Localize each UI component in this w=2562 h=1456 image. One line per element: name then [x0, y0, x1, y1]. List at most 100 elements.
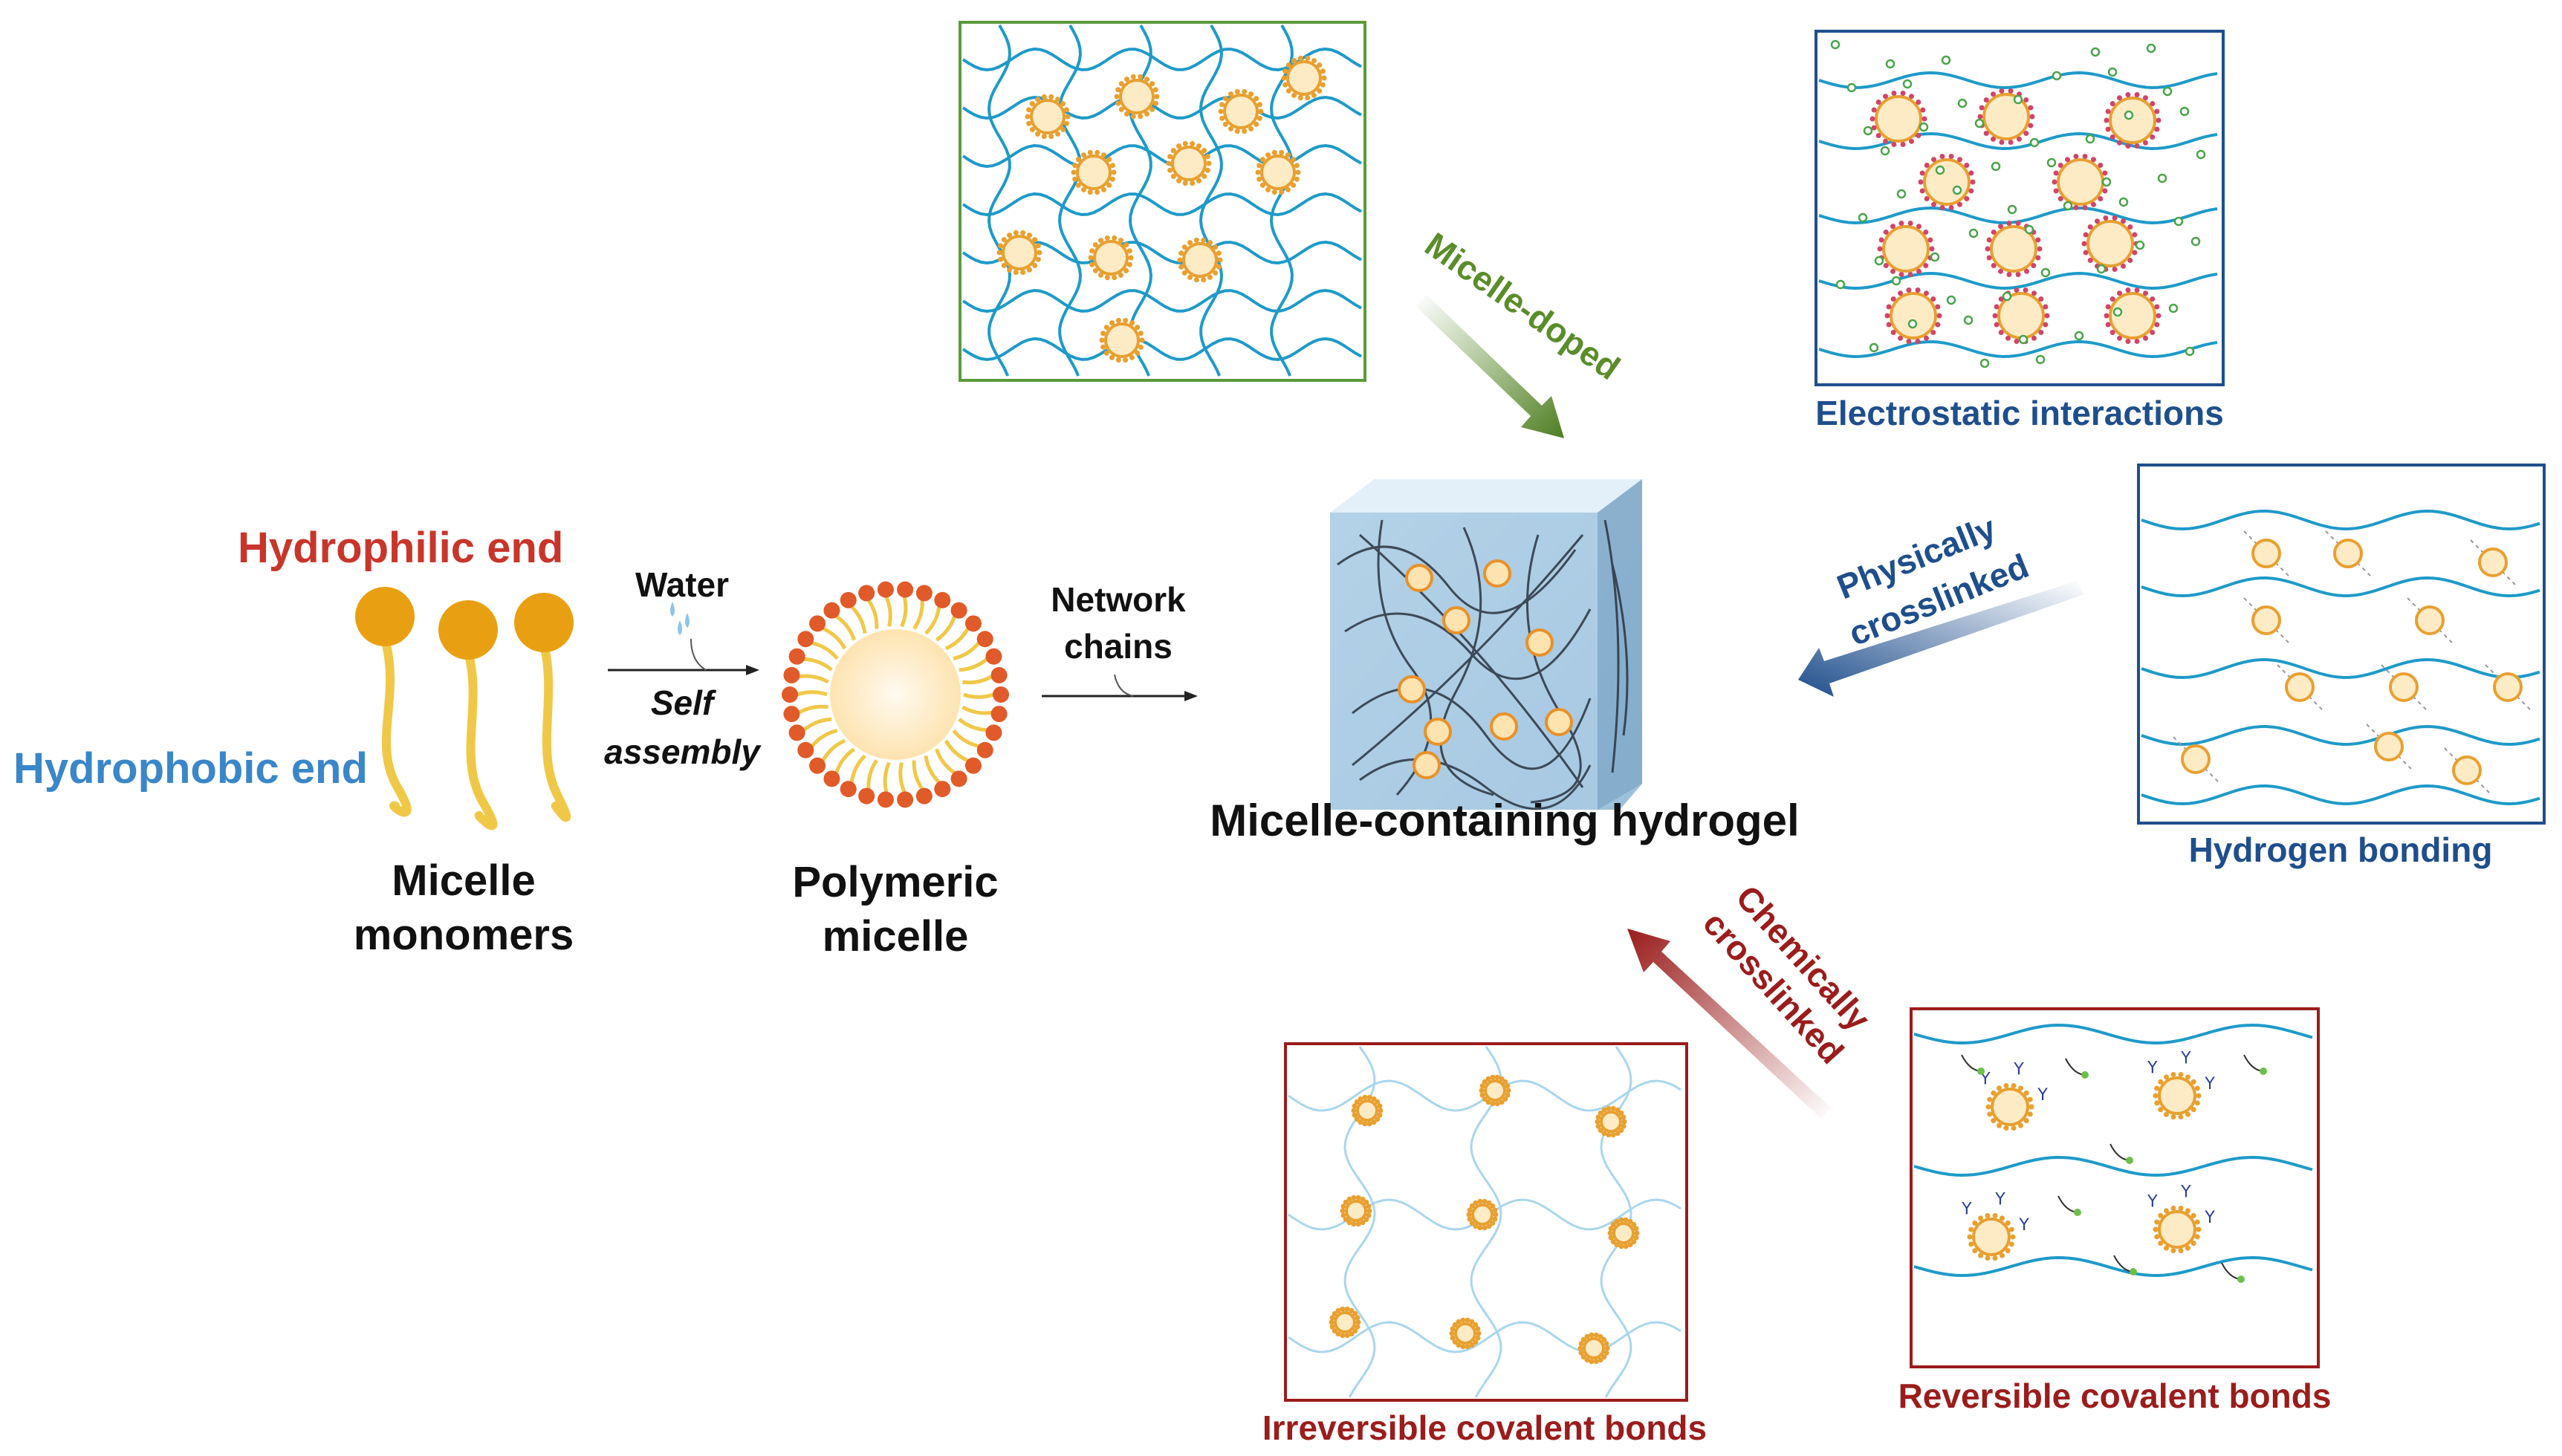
chemically-crosslinked-arrow — [1627, 929, 1832, 1118]
micelle-head — [858, 585, 875, 602]
network-chains-arrow — [1042, 674, 1198, 701]
micelle-head — [934, 591, 951, 608]
micelle-head — [976, 631, 993, 648]
electrostatic-network — [1818, 39, 2218, 368]
hydrogel-label: Micelle-containing hydrogel — [1210, 796, 1799, 845]
micelle-head — [783, 706, 800, 723]
micelle — [1119, 79, 1155, 114]
hydrophilic-head — [438, 600, 498, 660]
irreversible-label: Irreversible covalent bonds — [1262, 1408, 1707, 1447]
reversible-label: Reversible covalent bonds — [1898, 1377, 2332, 1415]
chain — [987, 25, 1012, 377]
micelle-head — [788, 648, 805, 665]
micelle — [2493, 672, 2523, 702]
hydrophobic-tail — [380, 634, 412, 817]
micelle-head — [985, 648, 1002, 665]
micelle — [1525, 628, 1554, 657]
chain — [2141, 509, 2540, 531]
hydrogen-bonding-label: Hydrogen bonding — [2189, 831, 2493, 869]
micelle-head — [964, 615, 982, 632]
micelle-head — [950, 770, 967, 787]
micelle — [1583, 1337, 1605, 1359]
chain — [1199, 25, 1224, 377]
micelle-head — [877, 581, 894, 598]
micelle-head — [993, 686, 1009, 703]
micelle-core — [830, 629, 961, 760]
micelle-head — [897, 791, 914, 808]
micelle — [2285, 672, 2315, 702]
micelle-doped-arrow — [1415, 295, 1564, 438]
micelle — [1413, 751, 1441, 779]
micelle — [2452, 755, 2482, 785]
micelle-doped-label: Micelle-doped — [1418, 225, 1627, 388]
hydrogel-chain — [1337, 545, 1577, 614]
chain — [1269, 25, 1294, 377]
micelle-head — [823, 770, 840, 787]
chain — [961, 95, 1362, 120]
micelle — [1490, 712, 1518, 741]
polymeric-micelle-label-2: micelle — [823, 912, 969, 961]
micelle — [2389, 672, 2419, 702]
svg-text:Y: Y — [2147, 1193, 2158, 1212]
micelle — [1405, 564, 1433, 592]
micelle — [1093, 240, 1129, 276]
micelle — [1076, 155, 1112, 190]
micelle — [1398, 675, 1426, 703]
micelle — [2109, 97, 2156, 144]
micelle — [1484, 1079, 1506, 1102]
chain — [1913, 1255, 2313, 1278]
chain — [2141, 576, 2540, 598]
svg-text:Y: Y — [2013, 1061, 2024, 1079]
micelle — [1890, 292, 1937, 339]
micelle — [1454, 1322, 1476, 1345]
micelle — [1002, 235, 1037, 270]
micelle — [1483, 559, 1511, 588]
micelle — [1990, 225, 2037, 273]
micelle-head — [858, 787, 875, 805]
micelle — [1600, 1111, 1622, 1133]
svg-text:Y: Y — [2204, 1209, 2215, 1227]
micelle — [2158, 1076, 2196, 1115]
svg-text:Y: Y — [1979, 1070, 1991, 1089]
chain — [2141, 784, 2540, 806]
micelle — [1471, 1203, 1494, 1226]
svg-text:Y: Y — [2147, 1059, 2158, 1078]
hydrogel-chain — [1359, 758, 1592, 810]
hydrogel-cube — [1330, 479, 1642, 810]
water-label: Water — [635, 565, 729, 604]
chain — [1818, 71, 2218, 90]
micelle-monomers-graphic — [355, 587, 574, 831]
chain — [1913, 1023, 2313, 1045]
hydrophilic-head — [355, 587, 415, 646]
micelle — [2415, 605, 2445, 635]
hydrophilic-end-label: Hydrophilic end — [238, 524, 563, 572]
svg-text:Y: Y — [1994, 1191, 2005, 1209]
micelle — [1875, 95, 1922, 143]
micelle — [1972, 1218, 2011, 1256]
micelle-head — [823, 602, 840, 619]
hydrophobic-tail — [464, 648, 498, 831]
micelle — [1286, 60, 1322, 96]
self-assembly-arrow — [608, 602, 759, 675]
micelle-head — [976, 741, 993, 758]
svg-text:Y: Y — [2180, 1050, 2191, 1068]
micelle-monomers-label-1: Micelle — [392, 857, 535, 905]
chain — [2141, 657, 2540, 680]
chain — [961, 337, 1362, 362]
micelle — [1171, 146, 1207, 181]
micelle — [2181, 744, 2211, 774]
micelle — [2057, 158, 2104, 206]
micelle-head — [950, 602, 967, 619]
polymeric-micelle-label-1: Polymeric — [792, 858, 998, 906]
micelle-monomers-label-2: monomers — [354, 911, 574, 959]
micelle-head — [877, 791, 894, 808]
micelle-head — [985, 724, 1002, 741]
micelle-head — [809, 757, 826, 774]
chain — [1057, 25, 1083, 377]
svg-text:Y: Y — [2018, 1216, 2029, 1235]
micelle-head — [782, 686, 798, 703]
micelle — [2086, 220, 2134, 267]
hydrogel-chain — [1611, 564, 1629, 736]
micelle — [2333, 539, 2363, 568]
